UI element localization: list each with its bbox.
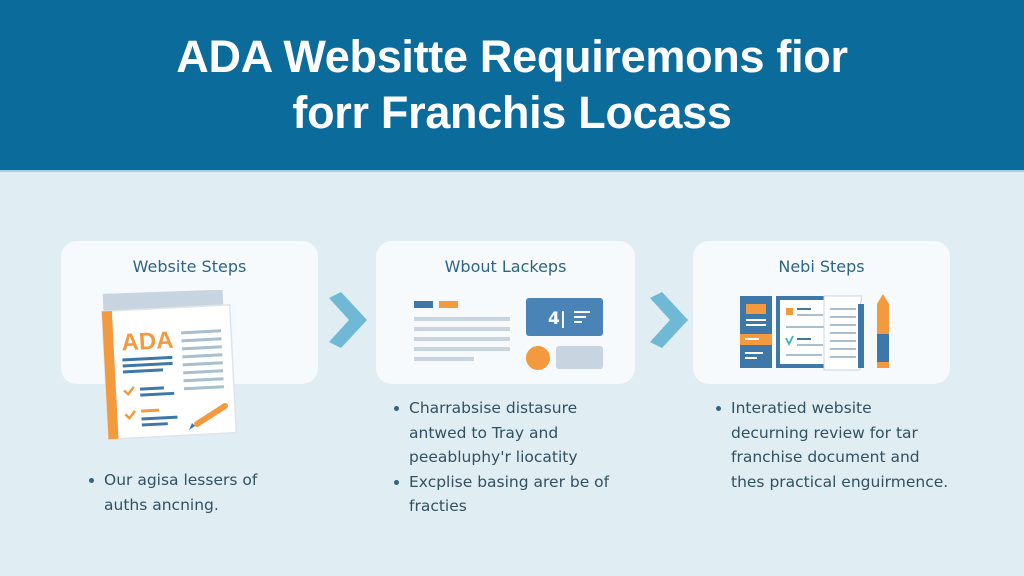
chevron-right-icon	[650, 292, 688, 348]
website-layout-icon: 4|	[414, 298, 603, 370]
svg-text:4|: 4|	[548, 309, 566, 329]
bullet-item: Interatied website decurning review for …	[715, 396, 950, 494]
step-title: Website Steps	[132, 257, 247, 276]
bullet-item: Excplise basing arer be of fracties	[393, 470, 633, 519]
pencil-icon	[189, 403, 228, 430]
svg-text:ADA: ADA	[121, 327, 174, 357]
document-review-icon	[740, 294, 889, 371]
page-header: ADA Websitte Requiremons fior forr Franc…	[0, 0, 1024, 172]
page-title-line-2: forr Franchis Locass	[292, 87, 732, 138]
bullet-item: Our agisa lessers of auths ancning.	[88, 468, 298, 517]
ada-checklist-document-icon: ADA	[101, 290, 238, 441]
step-1-bullet-list: Our agisa lessers of auths ancning.	[88, 468, 298, 517]
bullet-item: Charrabsise distasure antwed to Tray and…	[393, 396, 633, 470]
step-3-bullet-list: Interatied website decurning review for …	[715, 396, 950, 494]
step-2-bullet-list: Charrabsise distasure antwed to Tray and…	[393, 396, 633, 519]
page-title-line-1: ADA Websitte Requiremons fior	[176, 31, 848, 82]
step-title: Nebi Steps	[778, 257, 865, 276]
chevron-right-icon	[329, 292, 367, 348]
step-title: Wbout Lackeps	[444, 257, 567, 276]
pencil-icon	[877, 294, 889, 368]
